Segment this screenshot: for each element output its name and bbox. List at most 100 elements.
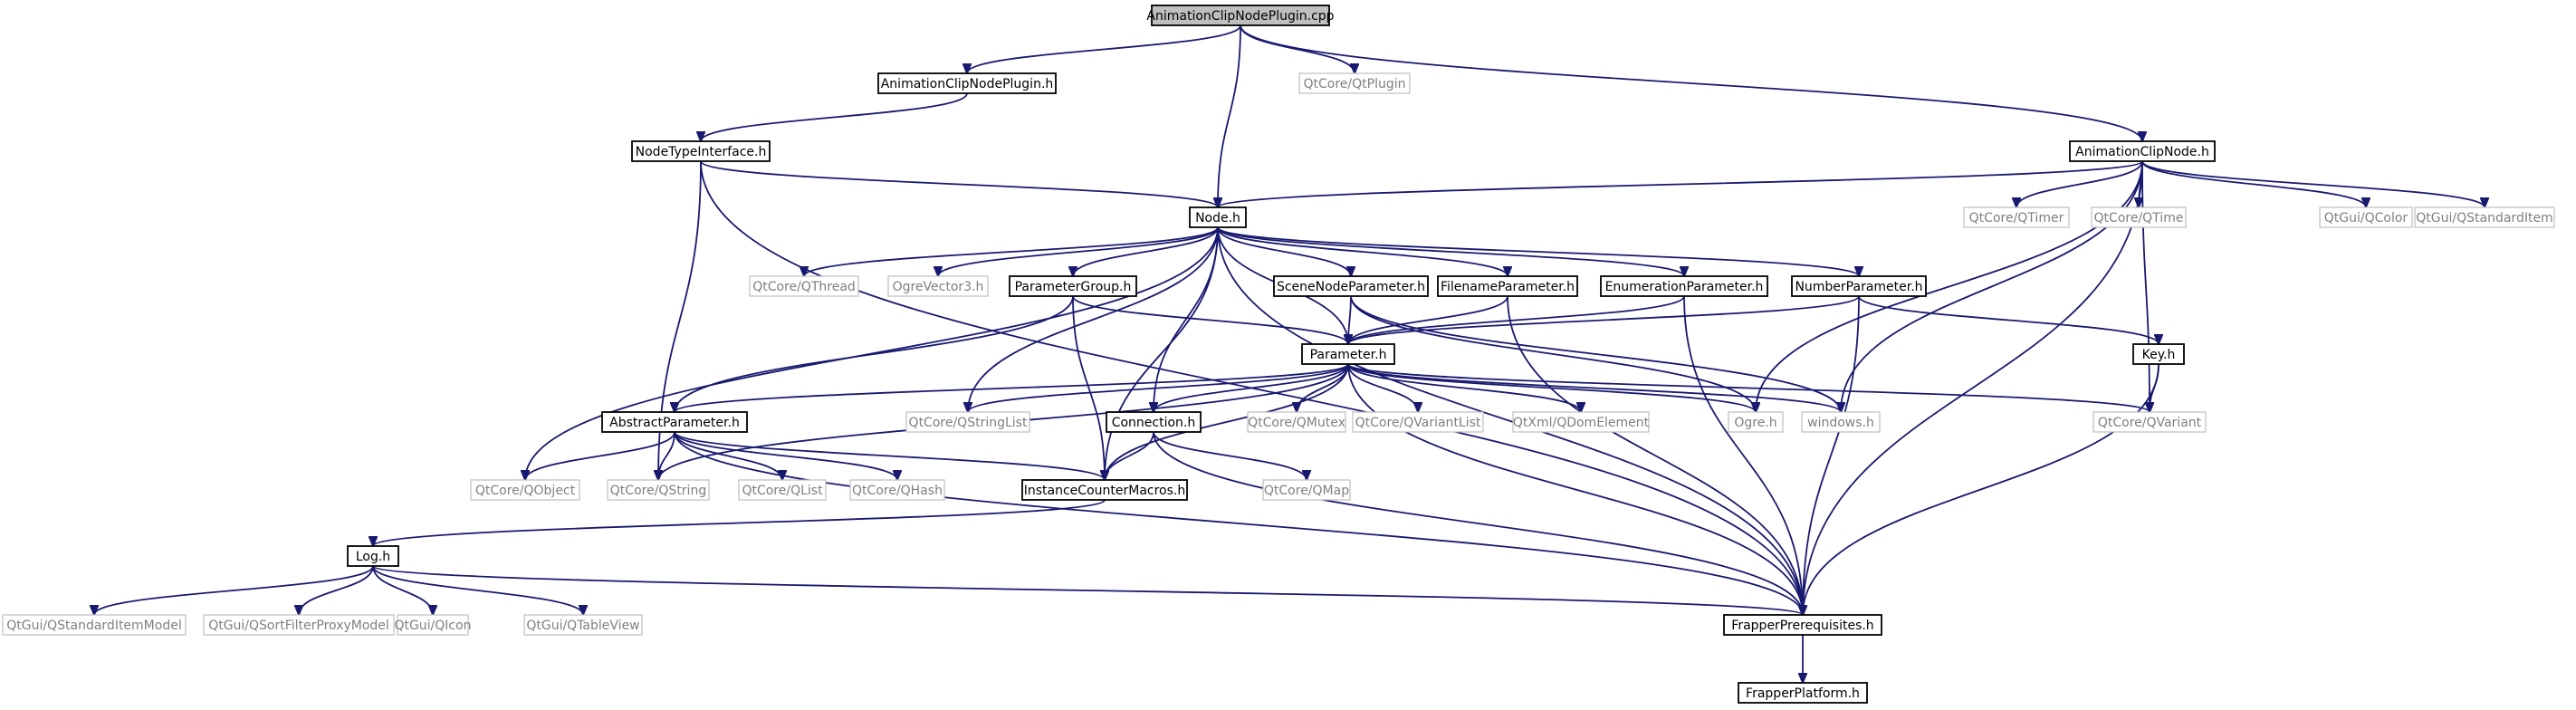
node-qtv-label: QtGui/QTableView [526, 619, 639, 633]
node-enp-box [1600, 275, 1768, 297]
edge-enp-to-fp [1683, 295, 1803, 615]
edge-acn-to-qvariant [2141, 160, 2150, 412]
node-param-box [1301, 343, 1395, 365]
node-qicon-box [397, 614, 469, 636]
node-fp-box [1723, 614, 1882, 636]
node-qsi: QtGui/QStandardItem [2414, 206, 2555, 228]
node-qobject-label: QtCore/QObject [475, 484, 576, 498]
edge-nump-to-param [1348, 295, 1860, 344]
node-pg-label: ParameterGroup.h [1015, 280, 1132, 294]
node-qstring-box [607, 479, 710, 501]
node-param[interactable]: Parameter.h [1301, 343, 1395, 365]
node-qlist-label: QtCore/QList [742, 484, 823, 498]
node-conn-label: Connection.h [1112, 416, 1196, 430]
node-nti[interactable]: NodeTypeInterface.h [631, 140, 771, 162]
node-qtime-box [2091, 206, 2187, 228]
edge-acn-to-qtimer [2016, 160, 2143, 207]
node-qthread-box [749, 275, 859, 297]
edge-root-to-node [1218, 24, 1241, 207]
edge-key-to-fp [1803, 363, 2159, 615]
edge-layer [94, 24, 2485, 683]
edge-absp-to-fp [674, 431, 1803, 615]
node-acn-box [2069, 140, 2216, 162]
node-qtplugin-label: QtCore/QtPlugin [1304, 77, 1406, 91]
node-fnp-box [1437, 275, 1578, 297]
node-ogre: Ogre.h [1728, 411, 1784, 433]
node-fp[interactable]: FrapperPrerequisites.h [1723, 614, 1882, 636]
node-fp-label: FrapperPrerequisites.h [1731, 619, 1873, 633]
node-ogre-box [1728, 411, 1784, 433]
node-ov3: OgreVector3.h [887, 275, 989, 297]
node-key[interactable]: Key.h [2132, 343, 2185, 365]
node-qdom-label: QtXml/QDomElement [1513, 416, 1650, 430]
edge-acnp-to-nti [701, 92, 968, 141]
node-qtplugin: QtCore/QtPlugin [1298, 72, 1411, 94]
node-qvariant-label: QtCore/QVariant [2098, 416, 2202, 430]
edge-param-to-windows [1347, 363, 1841, 412]
node-qcolor: QtGui/QColor [2319, 206, 2413, 228]
edge-param-to-conn [1154, 363, 1349, 412]
node-qmutex-label: QtCore/QMutex [1248, 416, 1345, 430]
edge-node-to-ov3 [938, 226, 1219, 276]
node-root-label: AnimationClipNodePlugin.cpp [1146, 9, 1334, 24]
edge-absp-to-qlist [674, 431, 782, 480]
edge-nump-to-key [1858, 295, 2159, 344]
node-acn[interactable]: AnimationClipNode.h [2069, 140, 2216, 162]
node-icm[interactable]: InstanceCounterMacros.h [1021, 479, 1188, 501]
node-conn-box [1106, 411, 1202, 433]
node-fplat[interactable]: FrapperPlatform.h [1738, 682, 1868, 704]
node-qvl: QtCore/QVariantList [1352, 411, 1484, 433]
node-pg[interactable]: ParameterGroup.h [1009, 275, 1137, 297]
node-conn[interactable]: Connection.h [1106, 411, 1202, 433]
node-snp[interactable]: SceneNodeParameter.h [1273, 275, 1429, 297]
node-node-label: Node.h [1195, 211, 1240, 225]
node-acnp[interactable]: AnimationClipNodePlugin.h [877, 72, 1057, 94]
node-qtv: QtGui/QTableView [523, 614, 643, 636]
node-qmutex-box [1247, 411, 1346, 433]
node-qtime: QtCore/QTime [2091, 206, 2187, 228]
edge-log-to-qicon [372, 565, 433, 615]
node-qtplugin-box [1298, 72, 1411, 94]
edge-node-to-pg [1073, 226, 1219, 276]
edge-node-to-nump [1217, 226, 1859, 276]
edge-node-to-qsl [968, 226, 1219, 412]
node-windows-label: windows.h [1807, 416, 1874, 430]
node-qsfpm: QtGui/QSortFilterProxyModel [203, 614, 395, 636]
node-ov3-box [887, 275, 989, 297]
edge-absp-to-qstring [658, 431, 675, 480]
edge-node-to-snp [1217, 226, 1351, 276]
edge-log-to-qsim [94, 565, 374, 615]
node-node[interactable]: Node.h [1189, 206, 1247, 228]
node-qicon-label: QtGui/QIcon [394, 619, 471, 633]
edge-param-to-ogre [1347, 363, 1756, 412]
node-snp-label: SceneNodeParameter.h [1277, 280, 1425, 294]
node-log-box [347, 545, 399, 567]
edge-snp-to-ogre [1350, 295, 1756, 412]
edge-fnp-to-param [1348, 295, 1508, 344]
edge-node-to-fp [1217, 226, 1803, 615]
node-nump[interactable]: NumberParameter.h [1791, 275, 1927, 297]
node-key-label: Key.h [2142, 348, 2176, 362]
node-qmap-box [1262, 479, 1351, 501]
edge-node-to-enp [1217, 226, 1684, 276]
node-ogre-label: Ogre.h [1734, 416, 1776, 430]
edge-log-to-fp [372, 565, 1803, 615]
node-qsim-label: QtGui/QStandardItemModel [6, 619, 181, 633]
node-qobject: QtCore/QObject [470, 479, 580, 501]
node-enp[interactable]: EnumerationParameter.h [1600, 275, 1768, 297]
node-acnp-box [877, 72, 1057, 94]
node-qtv-box [523, 614, 643, 636]
node-absp[interactable]: AbstractParameter.h [601, 411, 748, 433]
node-qcolor-box [2319, 206, 2413, 228]
node-qmap: QtCore/QMap [1262, 479, 1351, 501]
node-icm-label: InstanceCounterMacros.h [1024, 484, 1185, 498]
node-fnp[interactable]: FilenameParameter.h [1437, 275, 1578, 297]
node-log[interactable]: Log.h [347, 545, 399, 567]
node-qsfpm-label: QtGui/QSortFilterProxyModel [208, 619, 389, 633]
node-root[interactable]: AnimationClipNodePlugin.cpp [1146, 5, 1335, 26]
edge-log-to-qsfpm [299, 565, 374, 615]
node-log-label: Log.h [356, 550, 390, 564]
node-fplat-box [1738, 682, 1868, 704]
edge-param-to-qdom [1347, 363, 1581, 412]
